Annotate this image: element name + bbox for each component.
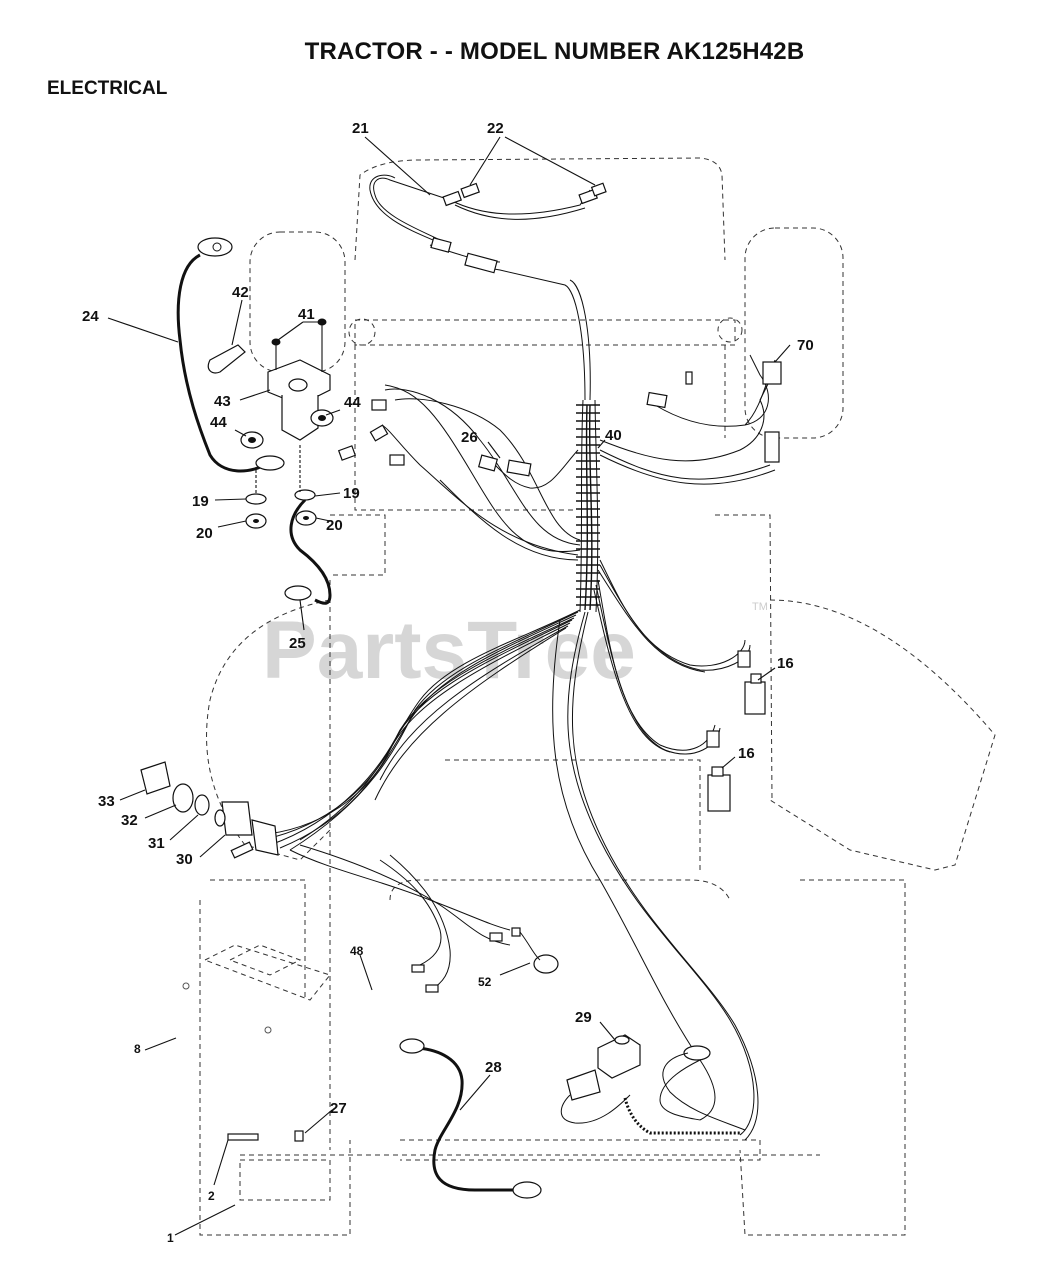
callout-44-right: 44: [344, 394, 361, 411]
diagram-title: TRACTOR - - MODEL NUMBER AK125H42B: [304, 38, 805, 65]
callout-25: 25: [289, 635, 306, 652]
connectors-misc: [337, 361, 782, 477]
callout-40: 40: [605, 427, 622, 444]
callout-24: 24: [82, 308, 99, 325]
callout-43: 43: [214, 393, 231, 410]
callout-52: 52: [478, 975, 492, 989]
callout-16-upper: 16: [777, 655, 794, 672]
callout-21: 21: [352, 120, 369, 137]
trademark: TM: [752, 601, 768, 613]
callout-30: 30: [176, 851, 193, 868]
callout-22: 22: [487, 120, 504, 137]
callout-70: 70: [797, 337, 814, 354]
connectors-48-52: [411, 927, 559, 993]
callout-32: 32: [121, 812, 138, 829]
callout-29: 29: [575, 1009, 592, 1026]
callout-26: 26: [461, 429, 478, 446]
headlight-bulbs: [430, 182, 607, 274]
ignition-switch-parts: [140, 761, 279, 859]
callout-2: 2: [208, 1189, 215, 1203]
tractor-outline: [199, 157, 996, 1236]
seat-switch-29: [560, 1034, 746, 1135]
cable-25: [284, 498, 332, 605]
leader-lines: [107, 136, 791, 1236]
callout-8: 8: [134, 1042, 141, 1056]
callout-20-left: 20: [196, 525, 213, 542]
cable-28: [399, 1038, 542, 1199]
solenoid-assembly: [207, 318, 334, 529]
callout-28: 28: [485, 1059, 502, 1076]
callout-48: 48: [350, 944, 364, 958]
callout-41: 41: [298, 306, 315, 323]
seat-frame-parts: [182, 944, 331, 1201]
callout-1: 1: [167, 1231, 174, 1245]
callout-44-left: 44: [210, 414, 227, 431]
callout-19-left: 19: [192, 493, 209, 510]
callout-20-right: 20: [326, 517, 343, 534]
battery-cable-24: [176, 237, 285, 473]
callout-labels: 21 22 24 42 41 43 44 44 19 19 20 20 25 2…: [82, 120, 814, 1245]
section-heading: ELECTRICAL: [47, 78, 168, 99]
callout-42: 42: [232, 284, 249, 301]
callout-31: 31: [148, 835, 165, 852]
harness-coil: [576, 404, 600, 606]
wire-harness: [257, 174, 776, 1141]
callout-19-right: 19: [343, 485, 360, 502]
callout-16-lower: 16: [738, 745, 755, 762]
interlock-switches: [706, 650, 766, 812]
callout-27: 27: [330, 1100, 347, 1117]
callout-33: 33: [98, 793, 115, 810]
